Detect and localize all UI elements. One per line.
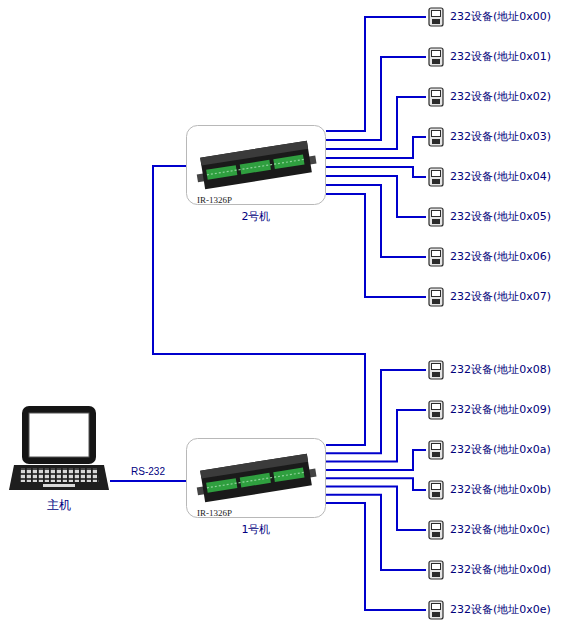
device-icon (426, 600, 446, 620)
device-icon (429, 441, 443, 459)
rs232-device: 232设备(地址0x0e) (426, 600, 560, 620)
device-label: 232设备(地址0x0d) (450, 561, 551, 579)
device-label: 232设备(地址0x02) (450, 88, 551, 106)
rs232-device: 232设备(地址0x02) (426, 87, 560, 107)
rs232-device: 232设备(地址0x05) (426, 207, 560, 227)
rs232-device: 232设备(地址0x01) (426, 47, 560, 67)
device-icon (426, 440, 446, 460)
device-icon (429, 48, 443, 66)
device-icon (426, 400, 446, 420)
device-icon (429, 481, 443, 499)
device-icon (426, 360, 446, 380)
unit-illustration (187, 126, 326, 205)
device-icon (426, 87, 446, 107)
device-icon (426, 247, 446, 267)
device-icon (426, 207, 446, 227)
converter-unit: IR-1326P1号机 (186, 438, 326, 518)
interface-label: RS-232 (131, 466, 165, 478)
serial-cable (326, 450, 426, 470)
rs232-device: 232设备(地址0x0c) (426, 520, 560, 540)
device-label: 232设备(地址0x05) (450, 208, 551, 226)
device-label: 232设备(地址0x07) (450, 288, 551, 306)
device-icon (429, 361, 443, 379)
serial-cable (326, 487, 426, 531)
serial-cable (153, 166, 365, 445)
device-icon (426, 287, 446, 307)
device-label: 232设备(地址0x03) (450, 128, 551, 146)
device-icon (426, 127, 446, 147)
device-icon (429, 601, 443, 619)
serial-cable (110, 480, 186, 482)
device-icon (429, 128, 443, 146)
rs232-device: 232设备(地址0x0b) (426, 480, 560, 500)
device-icon (426, 560, 446, 580)
rs232-device: 232设备(地址0x04) (426, 167, 560, 187)
device-label: 232设备(地址0x06) (450, 248, 551, 266)
rs232-device: 232设备(地址0x0d) (426, 560, 560, 580)
rs232-device: 232设备(地址0x03) (426, 127, 560, 147)
serial-cable (326, 410, 426, 462)
serial-cable (326, 194, 426, 297)
device-icon (426, 480, 446, 500)
rs232-device: 232设备(地址0x09) (426, 400, 560, 420)
device-label: 232设备(地址0x09) (450, 401, 551, 419)
node-label: 主机 (8, 496, 110, 514)
serial-cable (326, 97, 426, 149)
model-label: IR-1326P (197, 191, 232, 209)
device-label: 232设备(地址0x0b) (450, 481, 551, 499)
unit-illustration (186, 125, 326, 205)
serial-cable (326, 495, 426, 570)
device-icon (426, 7, 446, 27)
device-icon (429, 521, 443, 539)
converter-unit: IR-1326P2号机 (186, 125, 326, 205)
device-label: 232设备(地址0x0c) (450, 521, 550, 539)
device-icon (429, 8, 443, 26)
device-label: 232设备(地址0x00) (450, 8, 551, 26)
device-icon (429, 401, 443, 419)
device-label: 232设备(地址0x0a) (450, 441, 551, 459)
serial-cable (326, 57, 426, 140)
rs232-device: 232设备(地址0x00) (426, 7, 560, 27)
serial-cable (326, 176, 426, 217)
device-icon (429, 208, 443, 226)
node-label: 2号机 (186, 208, 326, 226)
device-icon (429, 168, 443, 186)
unit-illustration (186, 438, 326, 518)
serial-cable (326, 370, 426, 453)
rs232-device: 232设备(地址0x08) (426, 360, 560, 380)
serial-cable (326, 17, 426, 131)
serial-cable (326, 503, 426, 610)
device-label: 232设备(地址0x0e) (450, 601, 551, 619)
rs232-device: 232设备(地址0x07) (426, 287, 560, 307)
rs232-device: 232设备(地址0x06) (426, 247, 560, 267)
laptop-illustration (9, 406, 109, 490)
rs232-device: 232设备(地址0x0a) (426, 440, 560, 460)
host-computer: 主机 (8, 404, 110, 492)
device-icon (426, 47, 446, 67)
serial-cable (326, 185, 426, 257)
unit-illustration (187, 439, 326, 518)
laptop-illustration (8, 404, 110, 492)
device-label: 232设备(地址0x01) (450, 48, 551, 66)
device-label: 232设备(地址0x04) (450, 168, 551, 186)
device-icon (429, 248, 443, 266)
device-icon (429, 288, 443, 306)
device-icon (429, 88, 443, 106)
node-label: 1号机 (186, 521, 326, 539)
device-icon (426, 167, 446, 187)
model-label: IR-1326P (197, 504, 232, 522)
device-icon (429, 561, 443, 579)
device-label: 232设备(地址0x08) (450, 361, 551, 379)
serial-cable (326, 478, 426, 490)
device-icon (426, 520, 446, 540)
serial-cable (326, 137, 426, 158)
